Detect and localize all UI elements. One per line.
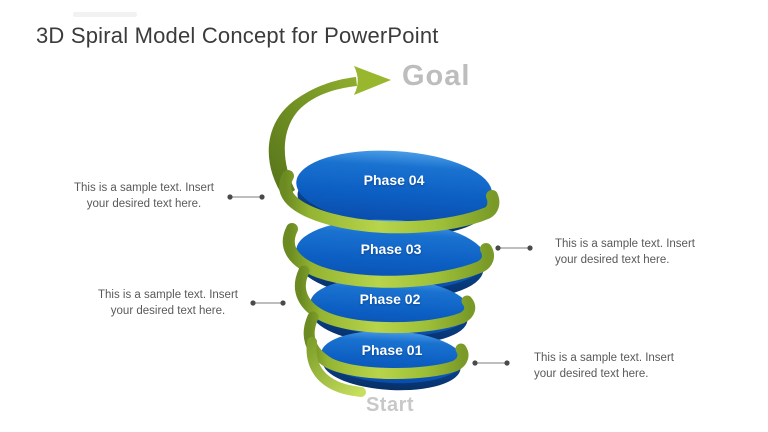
connector-dot <box>250 300 256 306</box>
spiral-band-1 <box>279 170 500 234</box>
connector-phase-03 <box>495 245 533 251</box>
annotation-line: your desired text here. <box>534 368 649 380</box>
annotation-line: your desired text here. <box>110 305 226 317</box>
annotation-line: This is a sample text. Insert <box>555 238 695 250</box>
phase-disk-04 <box>296 150 492 237</box>
connector-dot <box>259 194 265 200</box>
connector-dot <box>504 360 510 366</box>
annotation-phase-02: This is a sample text. Insert your desir… <box>88 287 248 319</box>
connector-phase-04 <box>227 194 265 200</box>
connector-phase-01 <box>472 360 510 366</box>
phase-04-label: Phase 04 <box>363 172 425 188</box>
phase-02-label: Phase 02 <box>359 291 421 307</box>
connector-dot <box>472 360 478 366</box>
goal-label: Goal <box>402 60 471 92</box>
annotation-phase-04: This is a sample text. Insert your desir… <box>64 180 224 212</box>
start-label: Start <box>365 394 415 416</box>
goal-arrow-head-icon <box>354 66 391 95</box>
connector-dot <box>227 194 233 200</box>
connector-phase-02 <box>250 300 286 306</box>
connector-dot <box>527 245 533 251</box>
annotation-phase-03: This is a sample text. Insert your desir… <box>555 236 715 268</box>
phase-01-label: Phase 01 <box>361 342 423 358</box>
annotation-line: This is a sample text. Insert <box>74 182 214 194</box>
annotation-phase-01: This is a sample text. Insert your desir… <box>534 350 694 382</box>
spiral-band-3 <box>294 265 476 334</box>
goal-arrow-swoosh <box>268 77 357 198</box>
spiral-tail <box>306 337 366 397</box>
annotation-line: This is a sample text. Insert <box>534 352 674 364</box>
connector-dot <box>280 300 286 306</box>
annotation-line: This is a sample text. Insert <box>98 289 238 301</box>
page-title: 3D Spiral Model Concept for PowerPoint <box>36 23 439 48</box>
spiral-band-2 <box>282 223 494 288</box>
annotation-line: your desired text here. <box>555 254 670 266</box>
connector-dot <box>495 245 501 251</box>
annotation-line: your desired text here. <box>86 198 202 210</box>
phase-03-label: Phase 03 <box>360 241 422 257</box>
artifact-smudge <box>73 12 137 17</box>
